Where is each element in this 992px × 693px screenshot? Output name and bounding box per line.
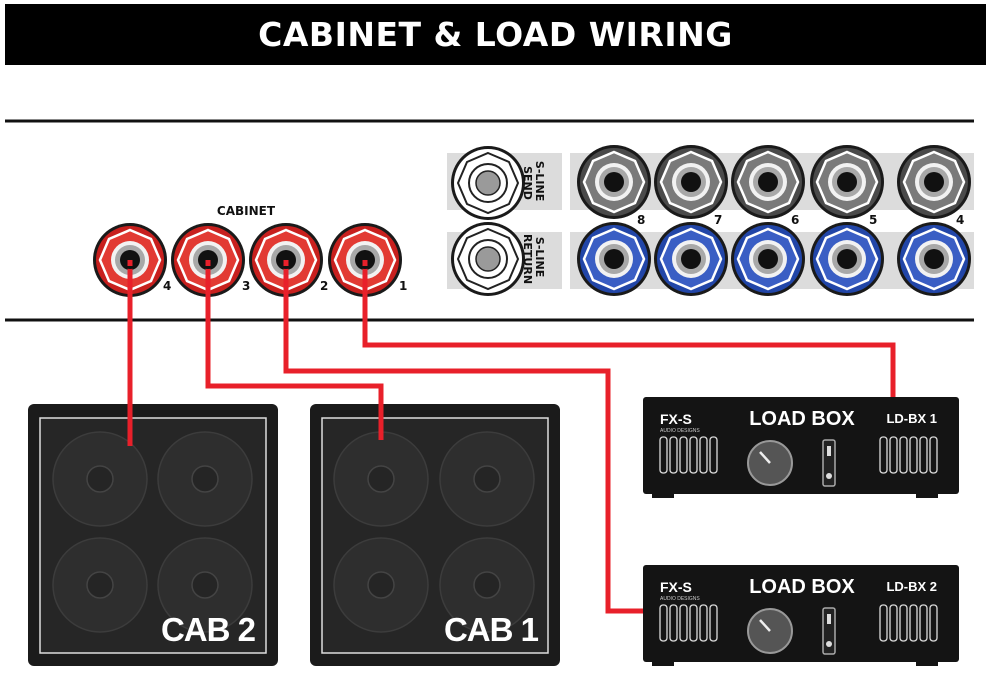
- load-box-1: FX-S AUDIO DESIGNS LOAD BOX LD-BX 1: [643, 397, 959, 498]
- cab-2-label: CAB 2: [161, 611, 256, 648]
- load-box-2-brand: FX-S: [660, 579, 692, 595]
- load-box-1-brand-sub: AUDIO DESIGNS: [660, 428, 700, 434]
- cab-1: CAB 1: [310, 404, 560, 666]
- loop-send-jack-5[interactable]: [808, 143, 886, 221]
- sline-return-label-1: S-LINE: [533, 237, 546, 277]
- svg-text:S-LINE SEND: S-LINE SEND: [521, 161, 546, 205]
- loop-number-5: 5: [869, 213, 877, 227]
- load-box-1-brand: FX-S: [660, 411, 692, 427]
- loop-return-jack-5[interactable]: [808, 220, 886, 298]
- load-box-2-switch[interactable]: [822, 607, 836, 655]
- loop-number-8: 8: [637, 213, 645, 227]
- loop-return-jack-8[interactable]: [575, 220, 653, 298]
- cable-jack1-to-loadbox1: [362, 264, 896, 397]
- page-title: CABINET & LOAD WIRING: [258, 15, 733, 54]
- cable-jack2-to-loadbox2: [283, 264, 643, 614]
- load-box-1-model: LD-BX 1: [886, 411, 937, 426]
- cab-2: CAB 2: [28, 404, 278, 666]
- loop-send-jack-7[interactable]: [652, 143, 730, 221]
- cabinet-label: CABINET: [217, 204, 276, 218]
- cabinet-jack-number-2: 2: [320, 279, 328, 293]
- loop-send-jack-4[interactable]: [895, 143, 973, 221]
- load-box-2-brand-sub: AUDIO DESIGNS: [660, 596, 700, 602]
- title-bar: CABINET & LOAD WIRING: [5, 4, 986, 65]
- svg-text:S-LINE RETURN: S-LINE RETURN: [521, 234, 546, 284]
- loop-return-jack-7[interactable]: [652, 220, 730, 298]
- load-box-2-name: LOAD BOX: [749, 576, 855, 598]
- cabinet-jack-number-3: 3: [242, 279, 250, 293]
- sline-send-label-1: S-LINE: [533, 161, 546, 201]
- load-box-2: FX-S AUDIO DESIGNS LOAD BOX LD-BX 2: [643, 565, 959, 666]
- loop-return-jack-6[interactable]: [729, 220, 807, 298]
- cab-1-label: CAB 1: [444, 611, 539, 648]
- sline-return-label-2: RETURN: [521, 234, 534, 284]
- cabinet-jack-number-4: 4: [163, 279, 171, 293]
- load-box-1-switch[interactable]: [822, 439, 836, 487]
- load-box-1-name: LOAD BOX: [749, 408, 855, 430]
- loop-number-6: 6: [791, 213, 799, 227]
- loop-number-7: 7: [714, 213, 722, 227]
- cabinet-jack-number-1: 1: [399, 279, 407, 293]
- loop-send-jack-8[interactable]: [575, 143, 653, 221]
- sline-send-jack[interactable]: [450, 145, 526, 221]
- loop-return-jack-4[interactable]: [895, 220, 973, 298]
- loop-send-jack-6[interactable]: [729, 143, 807, 221]
- sline-return-jack[interactable]: [450, 221, 526, 297]
- load-box-2-model: LD-BX 2: [886, 579, 937, 594]
- sline-send-label-2: SEND: [521, 166, 534, 200]
- cable-jack3-to-cab1: [205, 264, 384, 440]
- loop-number-4: 4: [956, 213, 964, 227]
- cables: [127, 264, 896, 614]
